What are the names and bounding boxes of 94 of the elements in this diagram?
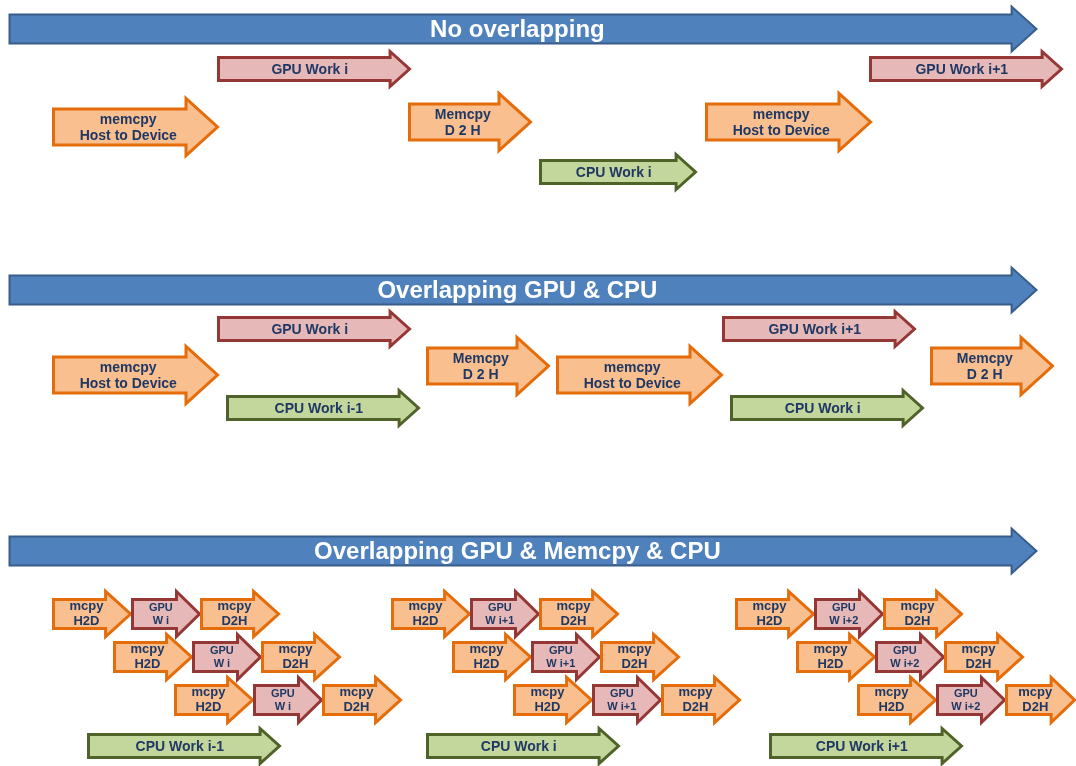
arrow-label: GPU W i+2: [829, 601, 859, 627]
task-block: [875, 633, 945, 681]
task-block: [200, 590, 280, 638]
banner-title: No overlapping: [430, 15, 605, 43]
task-block: [936, 676, 1006, 724]
arrow-label: CPU Work i-1: [135, 737, 224, 755]
arrow-label: mcpy D2H: [961, 642, 996, 672]
arrow-label: memcpy Host to Device: [583, 358, 681, 392]
task-block: [52, 590, 132, 638]
task-block: [930, 336, 1054, 396]
timeline-banner: [8, 527, 1038, 575]
task-block: [722, 310, 916, 348]
task-block: [814, 590, 884, 638]
arrow-label: GPU W i+1: [546, 644, 576, 670]
task-block: [883, 590, 963, 638]
arrow-label: GPU W i+1: [485, 601, 515, 627]
arrow-label: CPU Work i-1: [274, 399, 363, 417]
task-block: [539, 153, 697, 191]
arrow-label: GPU Work i: [271, 320, 349, 338]
arrow-label: mcpy H2D: [469, 642, 504, 672]
task-block: [600, 633, 680, 681]
arrow-label: Memcpy D 2 H: [434, 105, 491, 139]
arrow-label: mcpy D2H: [217, 599, 252, 629]
arrow-label: mcpy D2H: [339, 685, 374, 715]
task-block: [52, 97, 219, 157]
arrow-label: GPU Work i: [271, 60, 349, 78]
arrow-label: mcpy H2D: [69, 599, 104, 629]
arrow-label: CPU Work i+1: [815, 737, 908, 755]
arrow-label: GPU W i: [270, 687, 295, 713]
arrow-label: mcpy H2D: [752, 599, 787, 629]
arrow-label: mcpy H2D: [130, 642, 165, 672]
arrow-label: Memcpy D 2 H: [956, 349, 1013, 383]
task-block: [261, 633, 341, 681]
task-block: [661, 676, 741, 724]
banner-title: Overlapping GPU & CPU: [377, 276, 658, 304]
task-block: [513, 676, 593, 724]
task-block: [796, 633, 876, 681]
task-block: [869, 50, 1063, 88]
task-block: [1005, 676, 1076, 724]
arrow-label: mcpy H2D: [191, 685, 226, 715]
arrow-label: CPU Work i: [480, 737, 557, 755]
task-block: [174, 676, 254, 724]
arrow-label: mcpy H2D: [408, 599, 443, 629]
arrow-label: CPU Work i: [575, 163, 652, 181]
task-block: [426, 727, 620, 765]
arrow-label: mcpy D2H: [678, 685, 713, 715]
arrow-label: GPU W i+2: [890, 644, 920, 670]
arrow-label: GPU Work i+1: [768, 320, 862, 338]
task-block: [131, 590, 201, 638]
arrow-label: GPU W i: [209, 644, 234, 670]
task-block: [217, 310, 411, 348]
arrow-label: mcpy D2H: [556, 599, 591, 629]
task-block: [113, 633, 193, 681]
arrow-label: mcpy H2D: [813, 642, 848, 672]
timeline-banner: [8, 5, 1038, 53]
task-block: [87, 727, 281, 765]
task-block: [52, 345, 219, 405]
task-block: [322, 676, 402, 724]
task-block: [592, 676, 662, 724]
arrow-label: GPU W i+1: [607, 687, 637, 713]
arrow-label: Memcpy D 2 H: [452, 349, 509, 383]
task-block: [769, 727, 963, 765]
arrow-label: mcpy H2D: [530, 685, 565, 715]
task-block: [408, 92, 532, 152]
task-block: [391, 590, 471, 638]
task-block: [857, 676, 937, 724]
task-block: [452, 633, 532, 681]
task-block: [426, 336, 550, 396]
task-block: [705, 92, 872, 152]
arrow-label: memcpy Host to Device: [79, 358, 177, 392]
task-block: [730, 389, 924, 427]
task-block: [192, 633, 262, 681]
banner-title: Overlapping GPU & Memcpy & CPU: [314, 537, 721, 565]
arrow-label: memcpy Host to Device: [732, 105, 830, 139]
task-block: [253, 676, 323, 724]
task-block: [539, 590, 619, 638]
arrow-label: CPU Work i: [784, 399, 861, 417]
arrow-label: mcpy H2D: [874, 685, 909, 715]
arrow-label: mcpy D2H: [278, 642, 313, 672]
task-block: [556, 345, 723, 405]
task-block: [944, 633, 1024, 681]
task-block: [735, 590, 815, 638]
arrow-label: mcpy D2H: [900, 599, 935, 629]
arrow-label: GPU W i: [148, 601, 173, 627]
arrow-label: memcpy Host to Device: [79, 110, 177, 144]
arrow-label: mcpy D2H: [1018, 685, 1053, 715]
task-block: [531, 633, 601, 681]
arrow-label: mcpy D2H: [617, 642, 652, 672]
task-block: [226, 389, 420, 427]
arrow-label: GPU W i+2: [951, 687, 981, 713]
task-block: [217, 50, 411, 88]
timeline-banner: [8, 266, 1038, 314]
task-block: [470, 590, 540, 638]
arrow-label: GPU Work i+1: [915, 60, 1009, 78]
